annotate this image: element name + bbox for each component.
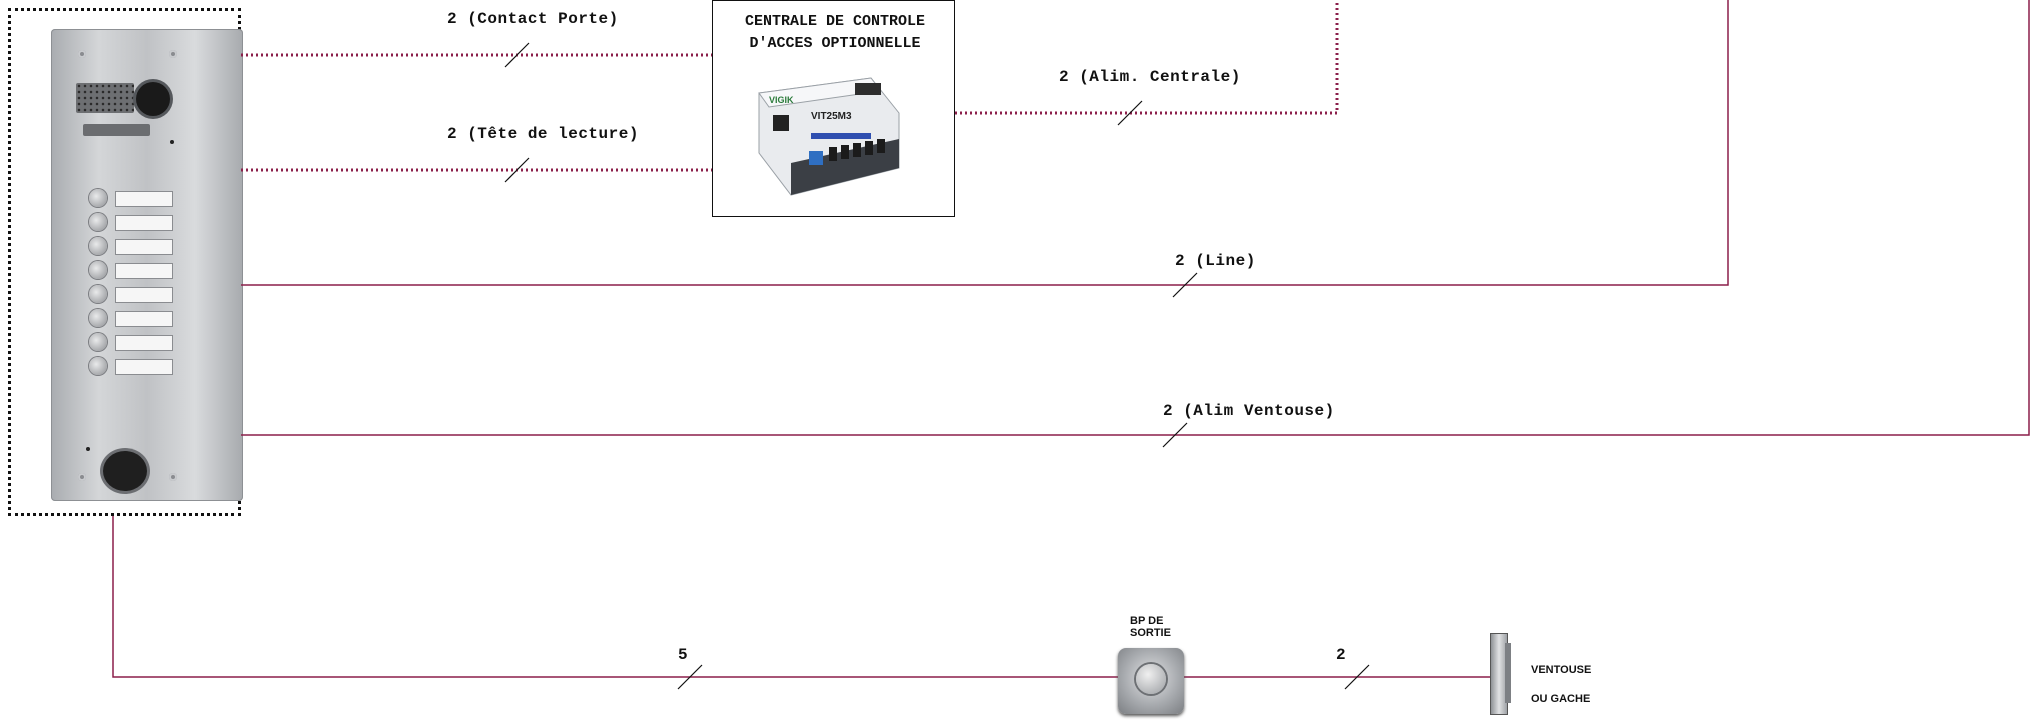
call-button-1: [89, 189, 107, 207]
screw-icon: [78, 50, 86, 58]
call-button-8: [89, 357, 107, 375]
module-brand: VIGIK: [769, 95, 794, 105]
wire-line: [241, 0, 1729, 286]
magnetic-lock-plate: [1505, 643, 1511, 703]
ventouse-label-2: OU GACHE: [1531, 693, 1591, 705]
name-label-slot-3: [115, 239, 173, 255]
label-tete-lecture: 2 (Tête de lecture): [447, 125, 639, 143]
exit-push-button: [1118, 648, 1184, 714]
ventouse-label-1: VENTOUSE: [1531, 664, 1592, 676]
name-label-slot-4: [115, 263, 173, 279]
tick-alim-ventouse: [1162, 422, 1188, 448]
label-line: 2 (Line): [1175, 252, 1256, 270]
name-label-slot-1: [115, 191, 173, 207]
speaker-grille: [76, 83, 134, 113]
screw-icon: [78, 473, 86, 481]
module-model: VIT25M3: [811, 111, 852, 122]
name-label-slot-8: [115, 359, 173, 375]
name-label-slot-2: [115, 215, 173, 231]
tick-alim-centrale: [1117, 100, 1143, 126]
wire-bottom-bus: [112, 516, 1118, 678]
name-label-slot-7: [115, 335, 173, 351]
tick-tete-lecture: [504, 157, 530, 183]
call-button-5: [89, 285, 107, 303]
screw-icon: [169, 50, 177, 58]
label-contact-porte: 2 (Contact Porte): [447, 10, 619, 28]
tick-count-2: [1344, 664, 1370, 690]
name-label-slot-5: [115, 287, 173, 303]
tick-line: [1172, 272, 1198, 298]
status-strip: [83, 124, 150, 136]
call-button-7: [89, 333, 107, 351]
central-control-box: CENTRALE DE CONTROLE D'ACCES OPTIONNELLE…: [712, 0, 955, 217]
badge-reader-icon: [103, 451, 147, 491]
central-title: CENTRALE DE CONTROLE D'ACCES OPTIONNELLE: [744, 13, 926, 52]
tick-contact-porte: [504, 42, 530, 68]
label-count-5: 5: [678, 646, 689, 664]
wire-alim-centrale: [955, 0, 1339, 115]
call-button-3: [89, 237, 107, 255]
screw-icon: [169, 473, 177, 481]
led-indicator: [86, 447, 90, 451]
label-count-2: 2: [1336, 646, 1347, 664]
wire-alim-ventouse: [241, 0, 2030, 436]
camera-icon: [136, 82, 170, 116]
call-button-6: [89, 309, 107, 327]
access-module-image: VIGIK VIT25M3: [758, 77, 900, 196]
name-label-slot-6: [115, 311, 173, 327]
label-alim-centrale: 2 (Alim. Centrale): [1059, 68, 1241, 86]
push-button-icon: [1136, 664, 1166, 694]
led-indicator: [170, 140, 174, 144]
bp-label: BP DE SORTIE: [1130, 615, 1171, 639]
call-button-2: [89, 213, 107, 231]
call-button-4: [89, 261, 107, 279]
tick-count-5: [677, 664, 703, 690]
label-alim-ventouse: 2 (Alim Ventouse): [1163, 402, 1335, 420]
